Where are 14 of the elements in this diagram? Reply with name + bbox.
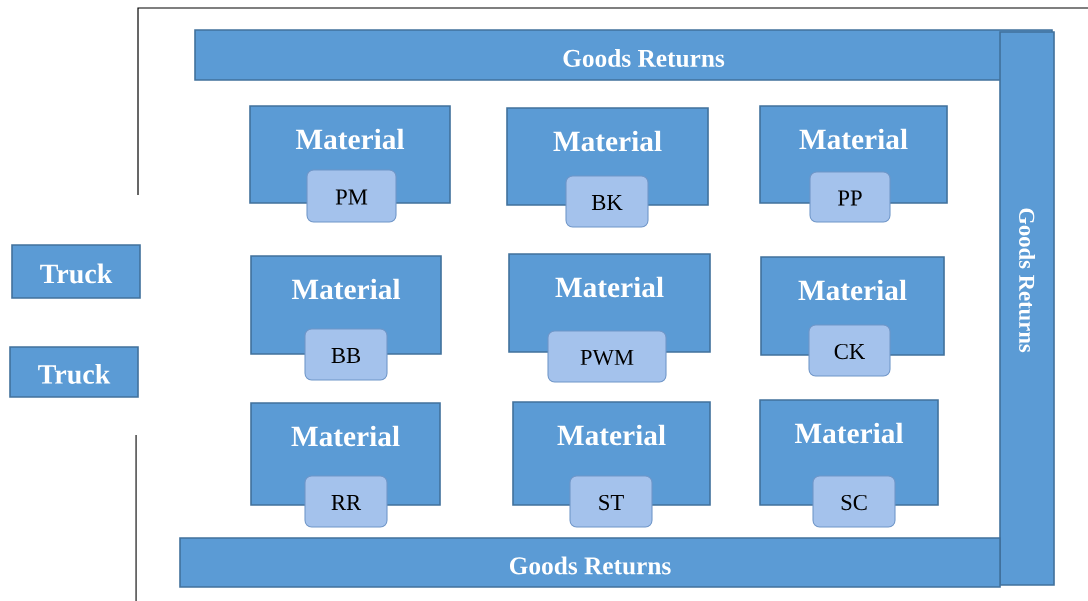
- banner-box: Goods Returns: [194, 29, 1053, 81]
- code-box: SC: [812, 475, 896, 528]
- truck-box: Truck: [9, 346, 139, 398]
- code-box: ST: [569, 475, 653, 528]
- code-box: BK: [565, 175, 649, 228]
- banner-box: Goods Returns: [999, 31, 1055, 586]
- code-box: PM: [306, 169, 397, 223]
- truck-box: Truck: [11, 244, 141, 299]
- banner-box: Goods Returns: [179, 537, 1001, 588]
- code-box: PWM: [547, 330, 667, 383]
- code-box: CK: [808, 324, 891, 377]
- code-box: PP: [809, 171, 891, 223]
- code-box: RR: [304, 475, 388, 528]
- code-box: BB: [304, 328, 388, 381]
